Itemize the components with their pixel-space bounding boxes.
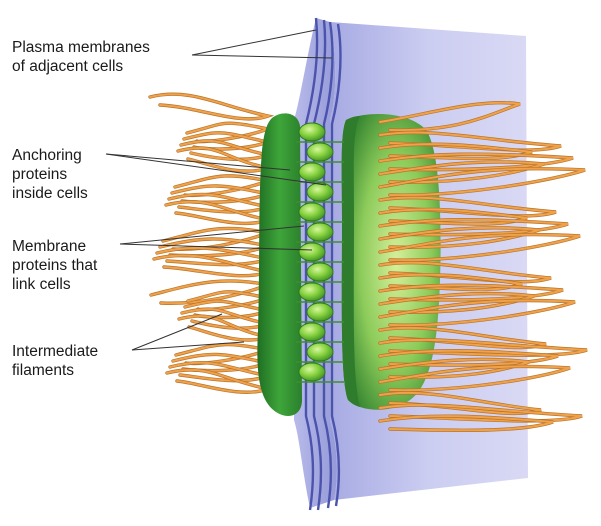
- filament-strand: [379, 208, 528, 225]
- label-intermediate-filaments: Intermediate filaments: [12, 342, 98, 380]
- label-line: inside cells: [12, 185, 88, 202]
- anchoring-plaque-right-edge: [341, 116, 360, 407]
- membrane-linking-proteins: [296, 122, 344, 383]
- label-line: Membrane: [12, 238, 87, 255]
- leader-lines: [105, 29, 333, 351]
- filament-strand: [379, 358, 530, 379]
- label-anchoring-proteins: Anchoring proteins inside cells: [12, 146, 88, 203]
- filament-strand: [379, 284, 564, 301]
- filament-strand: [379, 365, 571, 392]
- filament-strand: [379, 349, 559, 367]
- label-membrane-proteins: Membrane proteins that link cells: [12, 237, 97, 294]
- linker-protein: [306, 142, 334, 162]
- linker-protein: [306, 302, 334, 322]
- filament-strand: [379, 131, 562, 152]
- linker-protein: [306, 182, 334, 202]
- filament-strand: [379, 273, 523, 291]
- label-line: Intermediate: [12, 343, 99, 360]
- label-line: Plasma membranes: [12, 39, 150, 56]
- filament-strand: [379, 415, 554, 432]
- label-line: proteins: [12, 166, 68, 183]
- anchoring-plaque-left: [257, 113, 302, 416]
- linker-protein: [298, 202, 326, 222]
- intermediate-filaments-right: [378, 100, 588, 432]
- label-line: proteins that: [12, 257, 98, 274]
- filament-strand: [379, 153, 574, 171]
- filament-strand: [379, 226, 540, 249]
- linker-protein: [298, 322, 326, 342]
- filament-strand: [379, 292, 535, 314]
- linker-protein: [298, 282, 326, 302]
- membrane-sheet-left: [294, 18, 337, 508]
- linker-protein: [298, 122, 326, 142]
- filament-strand: [379, 299, 576, 327]
- filament-strand: [149, 93, 272, 120]
- linker-protein: [298, 162, 326, 182]
- linker-protein: [298, 242, 326, 262]
- filament-strand: [379, 167, 586, 197]
- anchoring-plaque-right: [341, 114, 441, 410]
- linker-protein: [306, 262, 334, 282]
- filament-strand: [379, 218, 569, 236]
- filament-strand: [379, 101, 521, 132]
- label-plasma-membranes: Plasma membranes of adjacent cells: [12, 38, 150, 76]
- label-line: Anchoring: [12, 147, 82, 164]
- linker-protein: [306, 342, 334, 362]
- filament-strand: [379, 160, 545, 184]
- filament-strand: [379, 233, 581, 262]
- label-line: link cells: [12, 276, 71, 293]
- filament-strand: [379, 404, 583, 422]
- linker-protein: [306, 222, 334, 242]
- filament-strand: [379, 143, 533, 160]
- label-line: filaments: [12, 362, 75, 379]
- linker-protein: [298, 362, 326, 382]
- filament-strand: [379, 338, 588, 357]
- label-line: of adjacent cells: [12, 58, 124, 75]
